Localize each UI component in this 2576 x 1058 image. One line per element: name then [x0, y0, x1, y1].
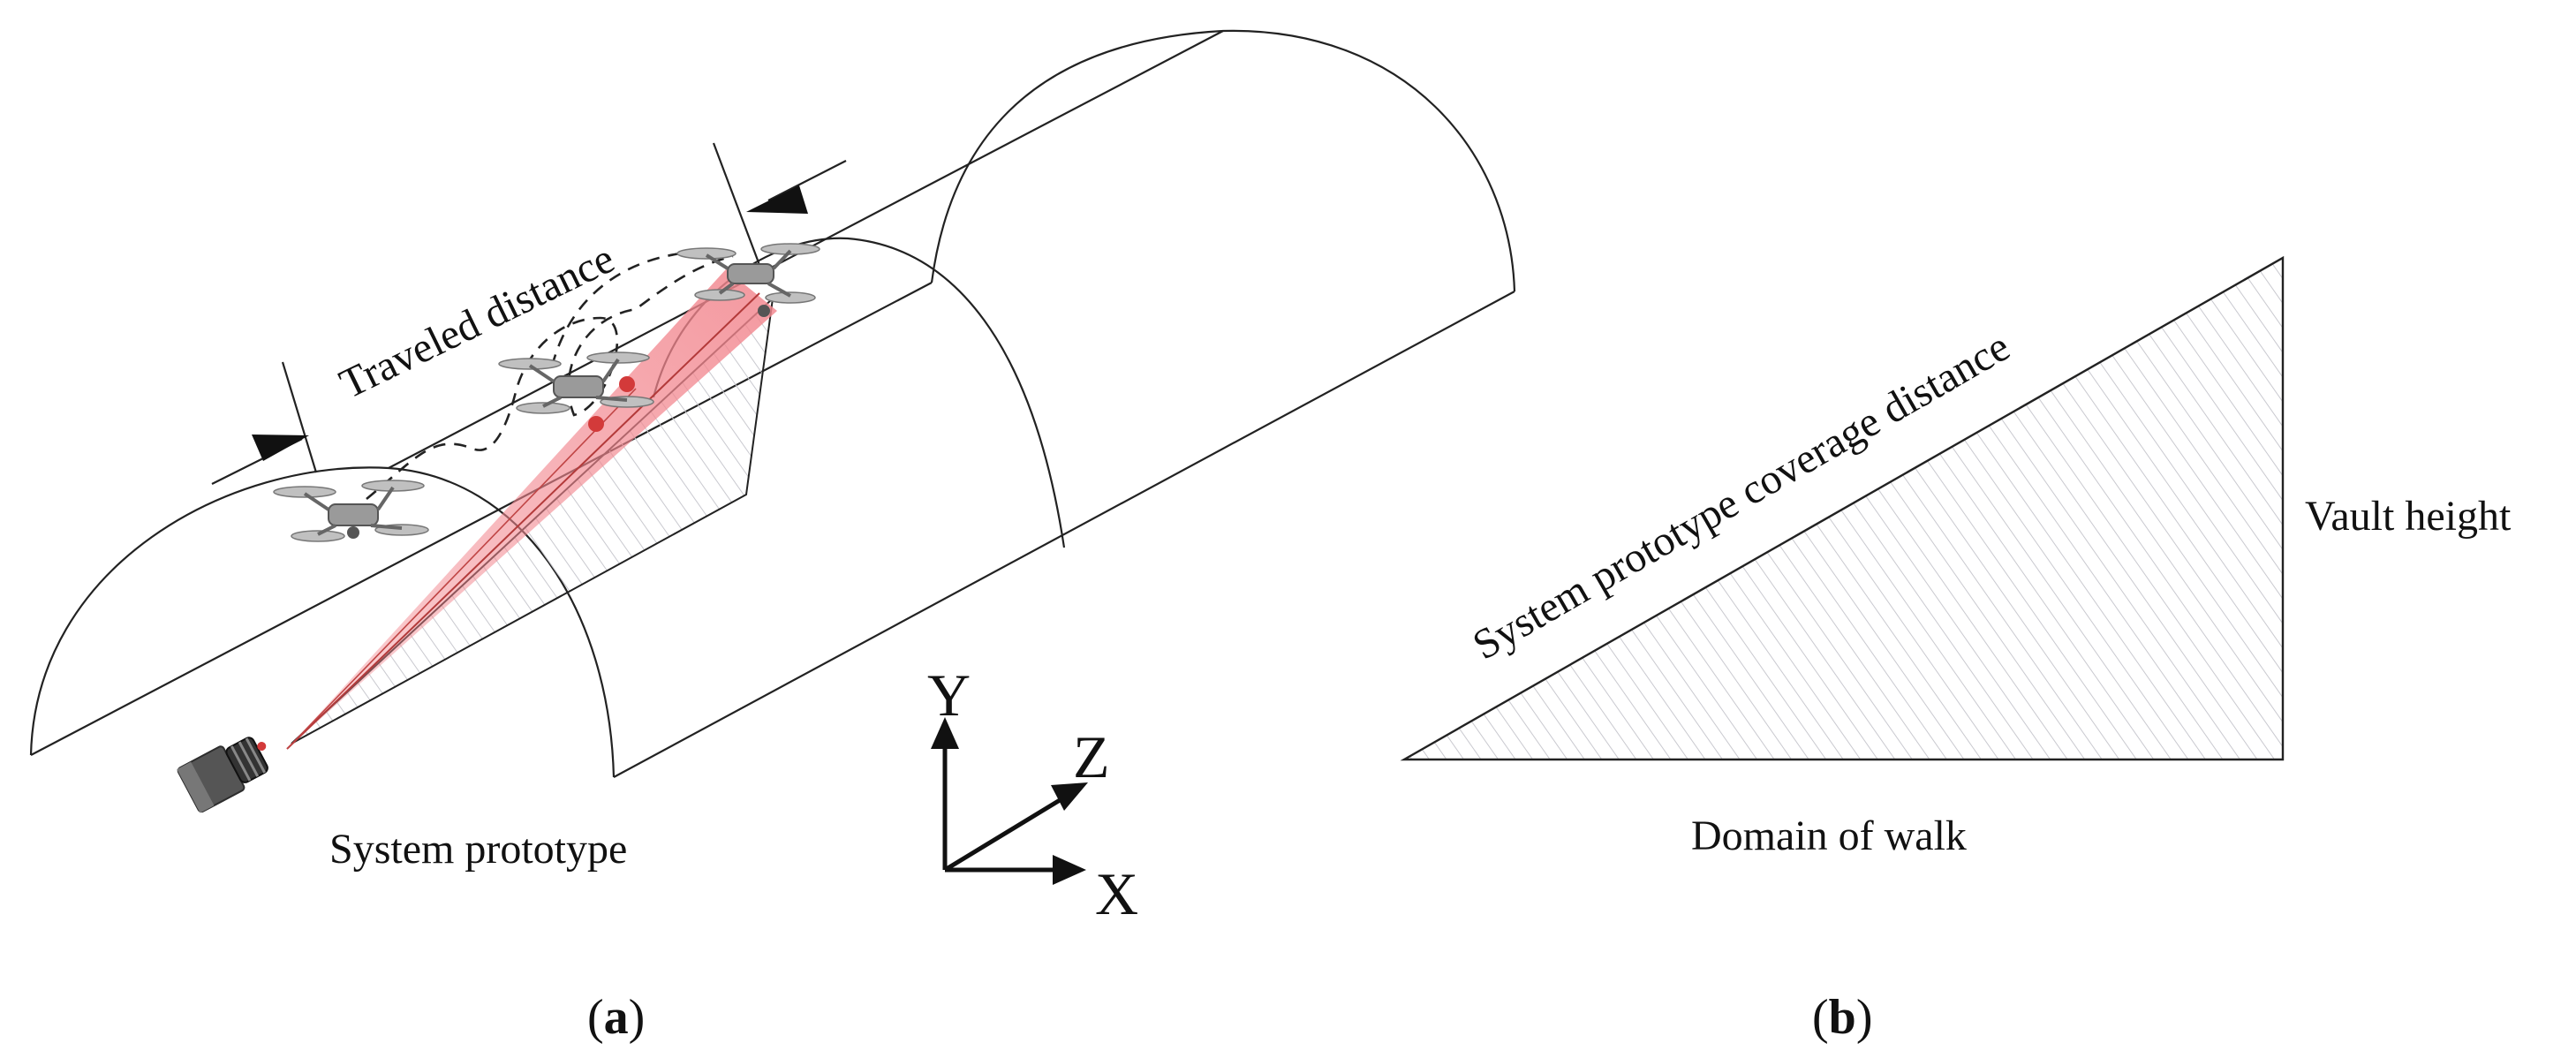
drone-arm — [542, 396, 562, 408]
domain-of-walk-label: Domain of walk — [1691, 812, 1967, 859]
back-arch — [930, 29, 1516, 292]
drone-arm — [370, 524, 403, 530]
x-axis-arrow-icon — [1053, 855, 1086, 885]
drone-arm — [595, 396, 628, 402]
y-axis-arrow-icon — [931, 717, 959, 749]
camera-lens — [225, 737, 268, 783]
laser-secondary-line — [286, 388, 637, 750]
drone-body — [553, 375, 604, 398]
target-dot — [619, 376, 635, 392]
laser-center-line — [286, 292, 760, 750]
z-axis-label: Z — [1073, 723, 1110, 790]
drone-propeller — [291, 530, 345, 542]
drone-2 — [498, 351, 654, 432]
drone-propeller — [760, 243, 820, 255]
tunnel-vault — [29, 29, 1516, 778]
caption-a-letter: a — [604, 990, 629, 1045]
caption-a-open: ( — [587, 990, 604, 1045]
drone-propeller — [516, 402, 570, 414]
arrow-left-head-icon — [252, 435, 309, 461]
dimension-tick-right — [712, 142, 761, 266]
drone-propeller — [694, 289, 745, 301]
drone-3 — [676, 243, 820, 317]
camera-body-side — [177, 761, 215, 813]
z-axis-line — [943, 792, 1070, 873]
drone-arm — [376, 486, 395, 511]
front-arch — [29, 466, 616, 778]
lens-ring — [238, 741, 260, 777]
drone-body — [727, 263, 774, 284]
drone-arm — [601, 358, 620, 383]
drone-propeller — [586, 351, 650, 364]
drone-1 — [273, 480, 429, 542]
x-axis-label: X — [1095, 860, 1138, 927]
vault-height-label: Vault height — [2305, 493, 2512, 540]
drone-arm — [528, 364, 555, 383]
caption-a: (a) — [587, 990, 645, 1045]
dimension-arrow-right-shaft — [767, 160, 847, 201]
laser-emitter — [257, 741, 267, 751]
drone-propeller — [361, 480, 425, 492]
lens-ring — [245, 737, 267, 774]
caption-b: (b) — [1812, 990, 1872, 1045]
panel-b: System prototype coverage distance Vault… — [1400, 255, 2512, 1045]
laser-beam — [287, 269, 777, 749]
drone-arm — [303, 492, 330, 511]
left-base-line — [30, 282, 933, 756]
panel-a: Traveled distance — [29, 29, 1516, 1045]
drone-arm — [718, 282, 735, 295]
drone-camera — [758, 305, 770, 317]
caption-b-open: ( — [1812, 990, 1829, 1045]
system-prototype-label: System prototype — [329, 826, 627, 873]
coverage-triangle — [1400, 255, 2285, 761]
right-base-line — [613, 291, 1515, 778]
flight-path — [366, 254, 734, 501]
camera-icon — [177, 737, 268, 813]
drone-propeller — [498, 358, 562, 370]
drone-arm — [772, 249, 792, 270]
drone-arm — [317, 524, 336, 536]
caption-b-letter: b — [1829, 990, 1856, 1045]
drone-propeller — [765, 291, 816, 304]
drone-body — [328, 503, 379, 526]
lens-ring — [230, 745, 252, 782]
drone-arm — [767, 282, 791, 298]
arrow-right-head-icon — [746, 185, 808, 214]
target-dot — [588, 416, 604, 432]
drone-arm — [705, 253, 729, 270]
drone-camera — [347, 526, 359, 539]
z-axis-arrow-icon — [1051, 782, 1088, 811]
coordinate-axes — [942, 733, 1070, 873]
caption-b-close: ) — [1856, 990, 1873, 1045]
y-axis-label: Y — [927, 661, 971, 729]
drone-propeller — [676, 247, 737, 260]
caption-a-close: ) — [629, 990, 646, 1045]
dimension-tick-left — [281, 361, 318, 473]
drone-propeller — [273, 486, 336, 498]
